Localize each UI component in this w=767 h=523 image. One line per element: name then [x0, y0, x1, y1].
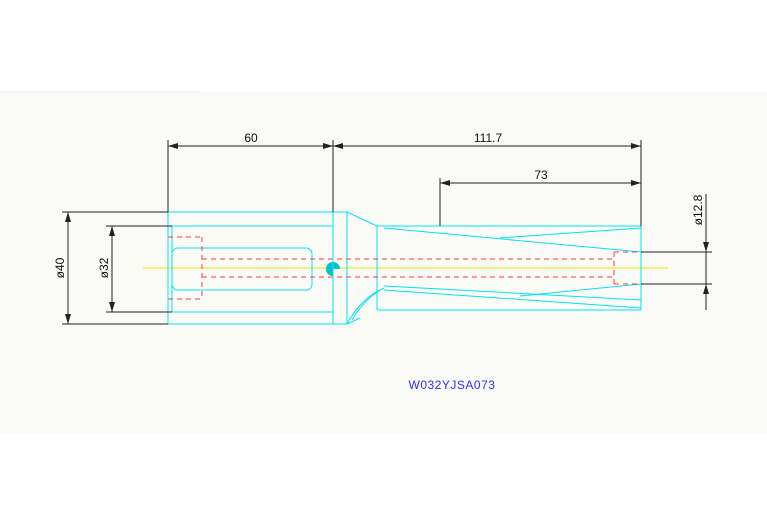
drawing-sheet — [0, 92, 767, 434]
coolant-hole-marker — [326, 258, 340, 280]
dim-flute-length: 73 — [534, 168, 548, 182]
dimension-arrowheads — [65, 143, 709, 324]
dim-coolant-diameter: ø12.8 — [691, 194, 705, 225]
dim-shank-inner-diameter: ø32 — [97, 257, 111, 278]
dimension-lines — [62, 140, 712, 325]
part-number: W032YJSA073 — [409, 378, 496, 392]
dim-body-length: 111.7 — [474, 131, 503, 145]
dim-shank-length: 60 — [244, 131, 258, 145]
hidden-lines — [168, 236, 641, 300]
dim-shank-diameter: ø40 — [53, 257, 67, 278]
neck-outline — [333, 211, 385, 325]
flute-body-outline — [377, 225, 642, 311]
